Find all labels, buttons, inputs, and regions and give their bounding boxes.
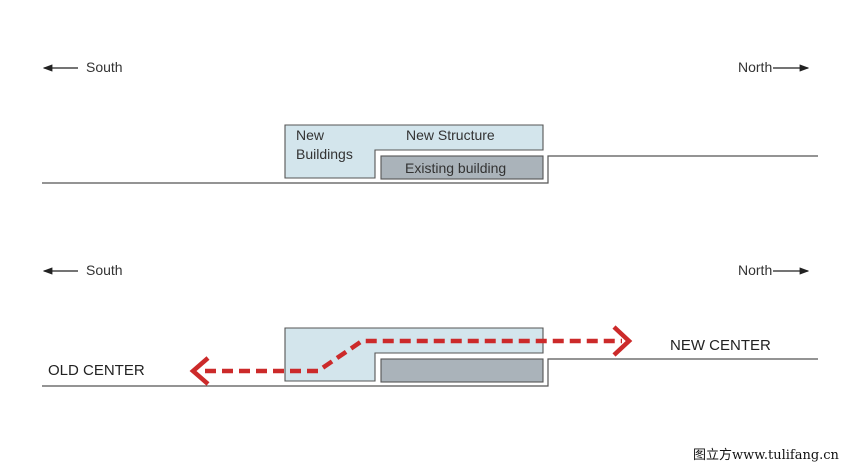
existing-building-label: Existing building	[405, 160, 506, 176]
existing-building-2	[380, 358, 544, 383]
old-center-label: OLD CENTER	[48, 362, 145, 379]
existing-building	[380, 155, 544, 180]
ground-line	[42, 155, 818, 184]
new-buildings-label-2: Buildings	[296, 146, 353, 162]
north-label-2: North	[738, 262, 772, 278]
new-structure-label: New Structure	[406, 127, 495, 143]
arrowhead-left	[189, 356, 210, 386]
south-label: South	[86, 59, 123, 75]
new-center-label: NEW CENTER	[670, 337, 771, 354]
top-diagram: South North New Buildings New Structure …	[42, 59, 818, 184]
watermark: 图立方www.tulifang.cn	[693, 447, 840, 463]
south-label-2: South	[86, 262, 123, 278]
new-buildings-label-1: New	[296, 127, 325, 143]
north-label: North	[738, 59, 772, 75]
ground-line-2	[42, 358, 818, 387]
bottom-diagram: South North OLD CENTER NEW CENTER	[42, 262, 818, 387]
circulation-path	[205, 338, 622, 374]
arrowhead-right	[612, 325, 633, 357]
new-buildings-shape	[284, 124, 544, 179]
